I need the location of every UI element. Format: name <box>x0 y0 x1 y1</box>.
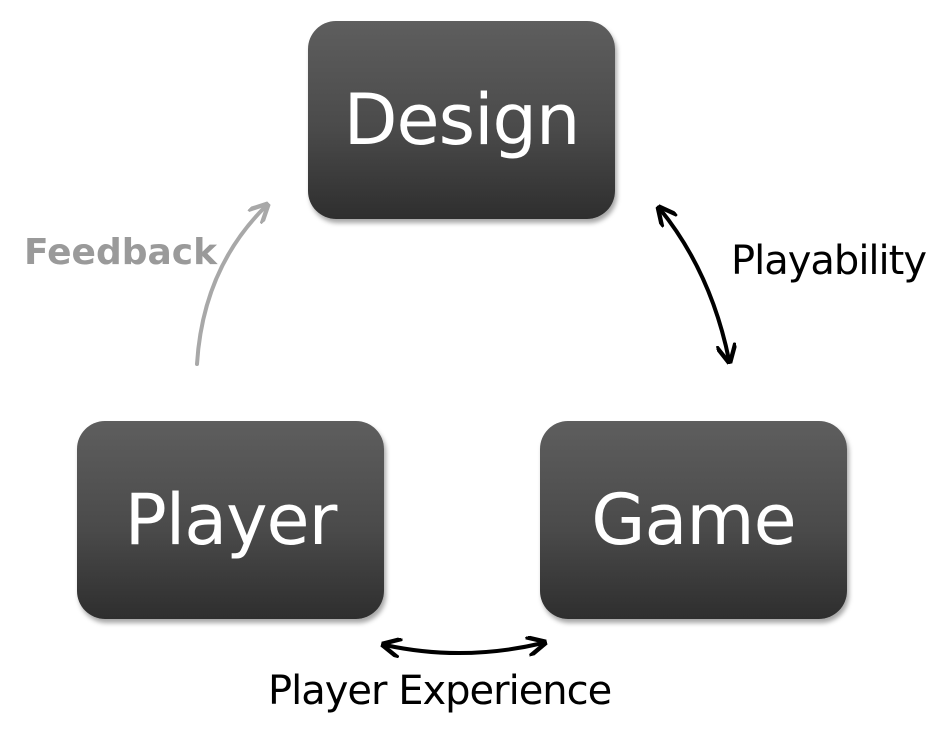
playability-arrow <box>660 209 729 360</box>
feedback-arrow <box>195 206 266 366</box>
player-experience-label: Player Experience <box>268 668 612 714</box>
design-node-label: Design <box>343 79 581 161</box>
playability-label: Playability <box>731 238 927 284</box>
player-experience-arrow <box>385 643 543 653</box>
game-node: Game <box>540 421 847 619</box>
design-node: Design <box>308 21 615 219</box>
game-node-label: Game <box>591 479 796 561</box>
player-node-label: Player <box>124 479 338 561</box>
player-node: Player <box>77 421 384 619</box>
feedback-label: Feedback <box>24 232 218 273</box>
